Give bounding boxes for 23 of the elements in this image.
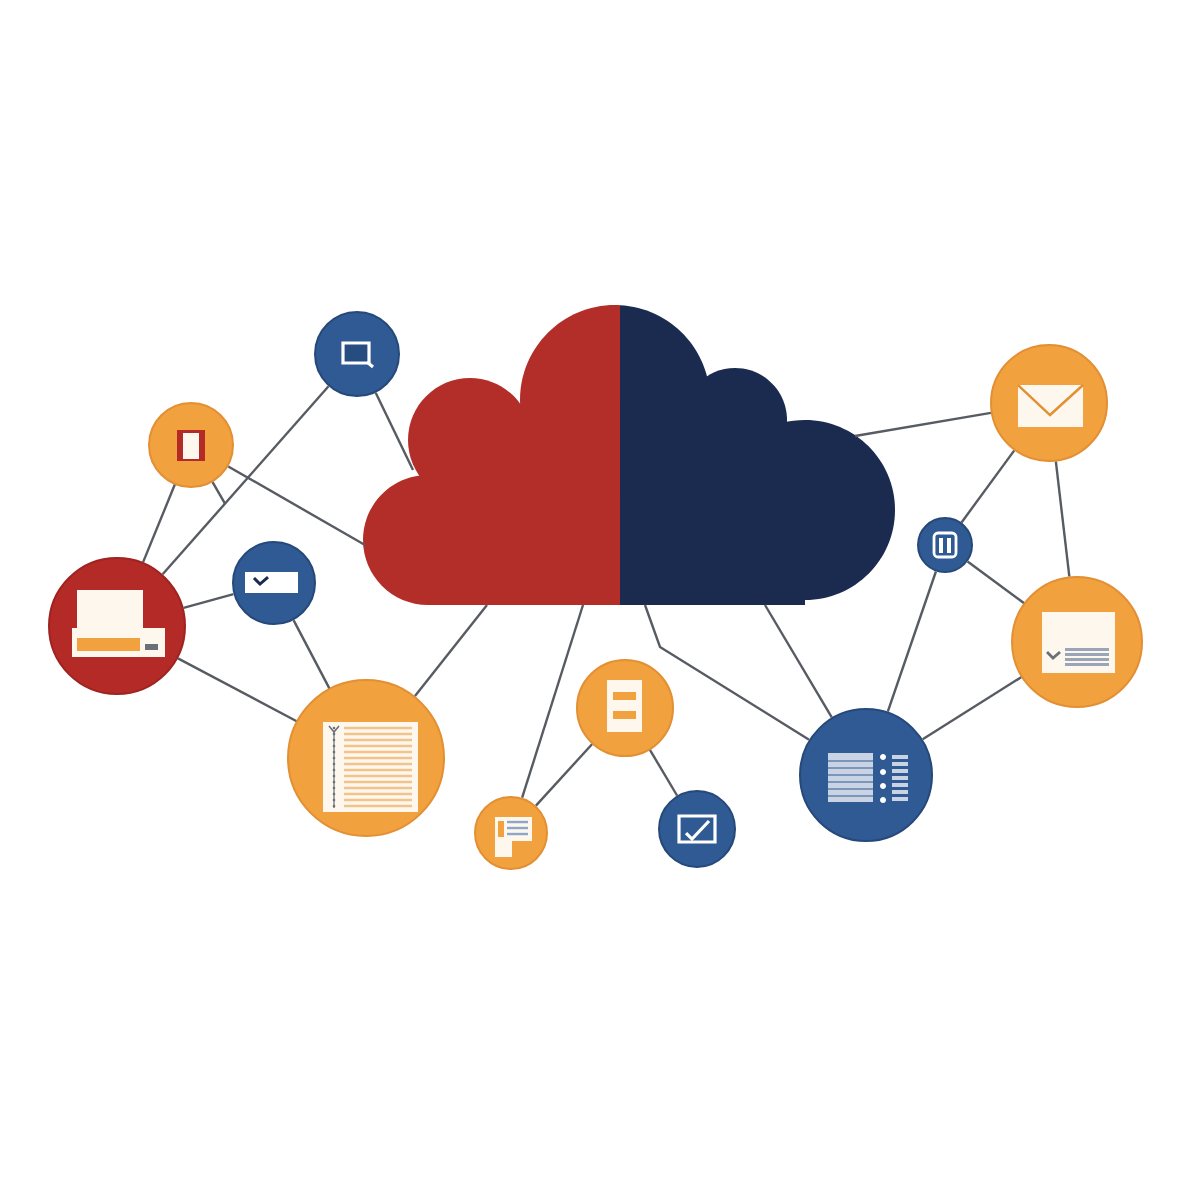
connector-line <box>854 411 992 438</box>
connector-line <box>177 657 297 723</box>
cloud <box>363 305 895 605</box>
connector-line <box>886 571 938 713</box>
connector-line <box>922 676 1022 741</box>
connector-line <box>161 385 330 576</box>
connector-line <box>227 465 366 547</box>
connector-line <box>535 743 593 807</box>
connector-line <box>966 560 1025 604</box>
connector-line <box>142 484 176 563</box>
connector-line <box>1054 461 1071 577</box>
connector-line <box>292 619 331 689</box>
connector-line <box>643 604 810 741</box>
connector-line <box>183 592 234 609</box>
circle <box>658 790 736 868</box>
circle <box>917 517 973 573</box>
connector-line <box>521 604 585 799</box>
connector-line <box>649 749 679 797</box>
connector-line <box>414 604 488 697</box>
connector-line <box>374 392 415 471</box>
connector-line <box>763 604 833 719</box>
connector-line <box>211 481 227 505</box>
connector-line <box>960 449 1016 524</box>
